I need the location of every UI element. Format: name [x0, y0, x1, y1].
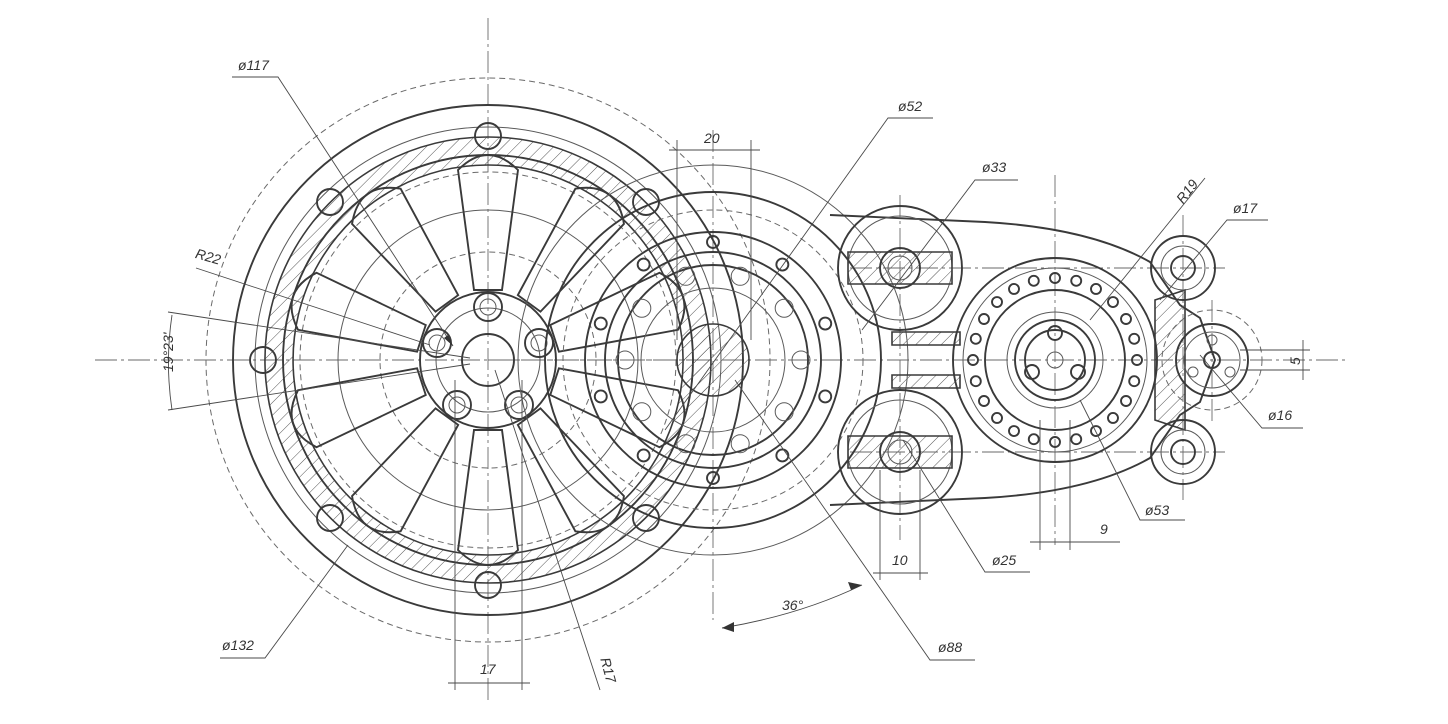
gear-hole — [706, 235, 720, 249]
label-d132: ø132 — [222, 637, 254, 653]
sprocket-hole — [1027, 433, 1040, 446]
gear-slot — [730, 434, 750, 454]
sprocket-hole — [1131, 354, 1143, 366]
gear-hole — [818, 316, 833, 331]
large-wheel-hatched-rim — [264, 136, 712, 584]
sprocket-hole — [1090, 283, 1102, 295]
sprocket-hole — [969, 332, 982, 345]
label-d88: ø88 — [938, 639, 962, 655]
middle-gear-holes — [593, 235, 833, 485]
sprocket-hole — [969, 375, 982, 388]
label-ang36: 36° — [782, 597, 804, 613]
dimension-labels: ø117 ø52 ø33 R19 ø17 R22 19°23' 20 5 ø16… — [160, 57, 1303, 686]
gear-hole — [775, 448, 790, 463]
label-d117: ø117 — [238, 57, 270, 73]
sprocket-hole — [1107, 412, 1119, 424]
sprocket-hole — [1070, 433, 1083, 446]
gear-hole — [818, 389, 833, 404]
sprocket-hole — [1008, 425, 1020, 437]
label-ang19: 19°23' — [160, 331, 176, 372]
rim-holes — [249, 122, 660, 599]
sprocket-hole — [1120, 395, 1132, 407]
spoke — [516, 186, 625, 313]
sprocket-holes — [967, 272, 1143, 448]
sprocket-hole — [1008, 283, 1020, 295]
housing — [829, 214, 1217, 506]
label-d17: ø17 — [1233, 200, 1258, 216]
spoke — [456, 429, 520, 566]
label-r17: R17 — [597, 656, 619, 686]
small-wheel-top — [837, 205, 963, 331]
label-d25: ø25 — [992, 552, 1016, 568]
label-w5: 5 — [1287, 357, 1303, 365]
sprocket-hole — [1070, 274, 1083, 287]
spoke — [456, 154, 520, 291]
sprocket-hole — [1107, 296, 1119, 308]
gear-hole — [775, 257, 790, 272]
middle-gear-slots — [615, 266, 811, 454]
sprocket-hole — [1128, 375, 1141, 388]
middle-gear — [517, 164, 909, 556]
spoke — [351, 407, 460, 534]
label-w17: 17 — [480, 661, 497, 677]
sprocket-hole — [991, 412, 1003, 424]
label-d33: ø33 — [982, 159, 1006, 175]
right-pulleys — [1150, 235, 1263, 485]
sprocket-hole — [978, 313, 990, 325]
spoke — [290, 367, 427, 449]
sprocket-hole — [991, 296, 1003, 308]
gear-slot — [774, 298, 794, 318]
gear-slot — [615, 350, 635, 370]
gear-hole — [636, 448, 651, 463]
right-sprocket — [952, 257, 1158, 463]
gear-hole — [593, 389, 608, 404]
label-d53: ø53 — [1145, 502, 1169, 518]
sprocket-hole — [967, 354, 979, 366]
dimension-lines — [167, 76, 1310, 691]
label-r19: R19 — [1173, 176, 1202, 206]
spoke — [549, 271, 686, 353]
gear-slot — [632, 298, 652, 318]
gear-hole — [706, 471, 720, 485]
spoke — [549, 367, 686, 449]
label-r22: R22 — [194, 245, 223, 268]
gear-hole — [593, 316, 608, 331]
sprocket-hole — [1049, 436, 1061, 448]
sprocket-hole — [1090, 425, 1102, 437]
small-wheel-bottom — [837, 389, 963, 515]
spoke — [351, 186, 460, 313]
sprocket-hole — [978, 395, 990, 407]
label-w9: 9 — [1100, 521, 1108, 537]
label-d52: ø52 — [898, 98, 922, 114]
gear-slot — [632, 402, 652, 422]
sprocket-hole — [1128, 332, 1141, 345]
gear-slot — [774, 402, 794, 422]
gear-slot — [791, 350, 811, 370]
wheel-spokes — [290, 154, 686, 566]
sprocket-hole — [1120, 313, 1132, 325]
gear-slot — [676, 434, 696, 454]
sprocket-hole — [1049, 272, 1061, 284]
label-w10: 10 — [892, 552, 908, 568]
gear-slot — [730, 266, 750, 286]
label-w20: 20 — [703, 130, 720, 146]
spoke — [516, 407, 625, 534]
sprocket-hole — [1027, 274, 1040, 287]
gear-hole — [636, 257, 651, 272]
label-d16: ø16 — [1268, 407, 1292, 423]
